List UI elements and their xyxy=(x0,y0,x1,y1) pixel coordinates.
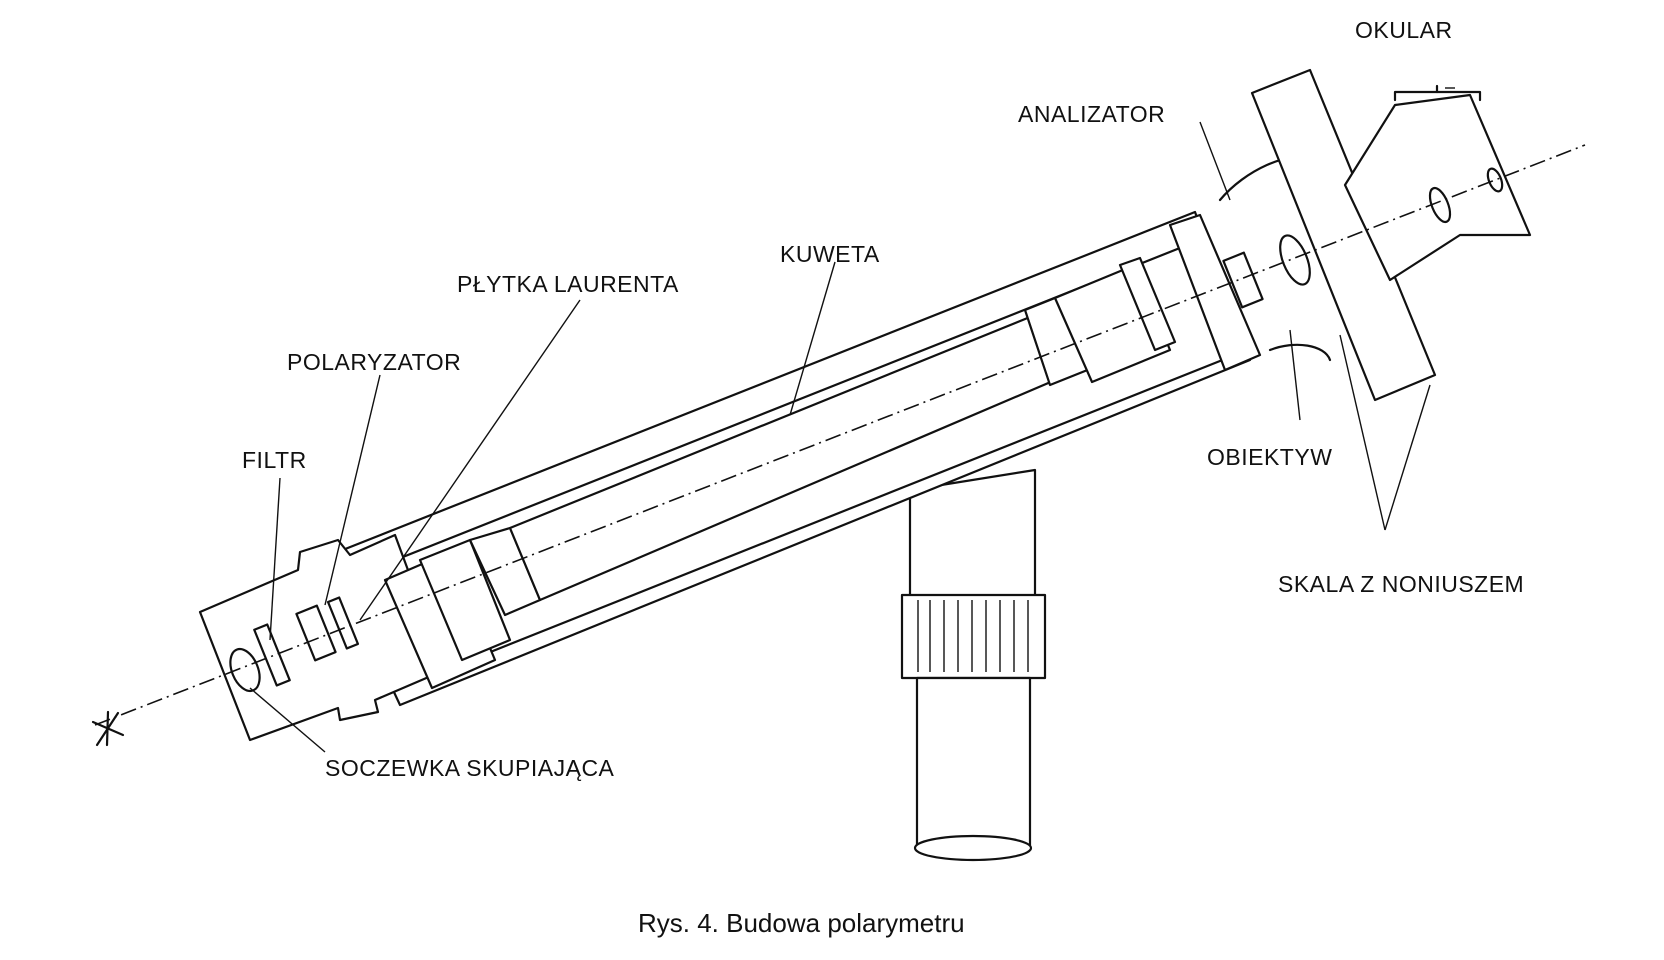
optical-axis xyxy=(94,144,1586,726)
scale-disc xyxy=(1250,68,1437,402)
stand xyxy=(900,468,1047,862)
label-polaryzator: POLARYZATOR xyxy=(287,349,461,375)
obiektyw-lens xyxy=(1279,234,1311,286)
filtr-element xyxy=(253,623,291,687)
label-filtr: FILTR xyxy=(242,447,307,473)
figure-caption: Rys. 4. Budowa polarymetru xyxy=(638,908,965,938)
light-source-star xyxy=(91,710,125,747)
label-analizator: ANALIZATOR xyxy=(1018,101,1165,127)
cuvette xyxy=(383,256,1177,690)
label-skala-z-noniuszem: SKALA Z NONIUSZEM xyxy=(1278,571,1524,597)
label-plytka-laurenta: PŁYTKA LAURENTA xyxy=(457,271,679,297)
analizator-element xyxy=(1222,251,1264,309)
leader-lines xyxy=(249,87,1455,753)
polaryzator-element xyxy=(295,604,337,662)
label-kuweta: KUWETA xyxy=(780,241,880,267)
right-assembly xyxy=(1168,68,1532,402)
label-obiektyw: OBIEKTYW xyxy=(1207,444,1332,470)
label-okular: OKULAR xyxy=(1355,17,1453,43)
label-soczewka-skupiajaca: SOCZEWKA SKUPIAJĄCA xyxy=(325,755,615,781)
laurent-plate xyxy=(326,596,360,650)
